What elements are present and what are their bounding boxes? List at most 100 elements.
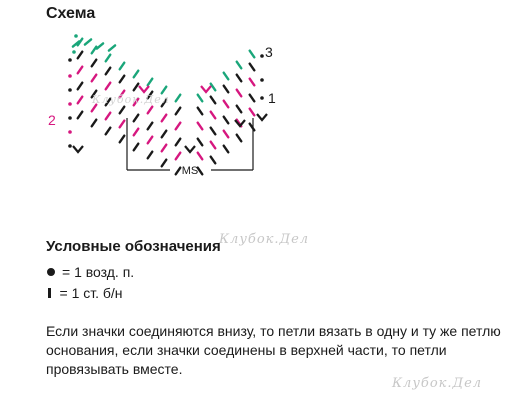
black-stitch: [104, 126, 112, 136]
single-crochet-icon: [48, 288, 51, 298]
chain-mark: [68, 88, 72, 92]
magenta-stitch: [200, 85, 212, 94]
magenta-stitch: [196, 151, 204, 161]
repeat-bracket: [126, 118, 254, 171]
black-stitch: [174, 166, 182, 176]
green-stitch: [95, 42, 105, 50]
legend-title: Условные обозначения: [46, 238, 221, 255]
decrease-mark: [256, 113, 268, 122]
magenta-stitch: [132, 127, 140, 137]
chain-mark: [68, 130, 72, 134]
chain-mark: [72, 50, 76, 54]
black-stitch: [196, 166, 204, 176]
legend-item-single-crochet: = 1 ст. б/н: [46, 285, 123, 301]
magenta-stitch: [235, 88, 243, 98]
magenta-stitch: [138, 85, 150, 94]
green-stitch: [160, 85, 168, 95]
green-stitch: [132, 69, 140, 79]
green-stitch: [83, 38, 93, 46]
green-stitch: [248, 49, 256, 59]
magenta-stitch: [160, 113, 168, 123]
watermark: Клубок.Дел: [92, 93, 170, 106]
magenta-stitch: [174, 151, 182, 161]
magenta-stitch: [132, 97, 140, 107]
row-label-3: 3: [265, 44, 273, 60]
magenta-stitch: [146, 135, 154, 145]
black-stitch: [222, 115, 230, 125]
black-stitch: [118, 74, 126, 84]
black-stitch: [209, 95, 217, 105]
black-stitch: [160, 129, 168, 139]
black-stitch: [160, 98, 168, 108]
black-stitch: [118, 134, 126, 144]
magenta-stitch: [118, 119, 126, 129]
black-stitch: [248, 62, 256, 72]
chain-stitch-icon: [47, 268, 55, 276]
black-stitch: [146, 121, 154, 131]
legend-text: = 1 ст. б/н: [59, 285, 123, 301]
green-stitch: [174, 93, 182, 103]
row-label-1: 1: [268, 90, 276, 106]
black-stitch: [90, 58, 98, 68]
magenta-stitch: [209, 140, 217, 150]
magenta-stitch: [160, 143, 168, 153]
black-stitch: [132, 113, 140, 123]
chain-mark: [68, 102, 72, 106]
magenta-stitch: [222, 129, 230, 139]
decrease-mark: [72, 145, 84, 154]
magenta-stitch: [90, 73, 98, 83]
chain-mark: [74, 34, 78, 38]
chain-mark: [68, 74, 72, 78]
black-stitch: [118, 105, 126, 115]
chain-mark: [68, 144, 72, 148]
legend-item-chain: = 1 возд. п.: [46, 264, 134, 280]
black-stitch: [76, 50, 84, 60]
magenta-stitch: [104, 111, 112, 121]
magenta-stitch: [104, 81, 112, 91]
watermark: Клубок.Дел: [392, 376, 483, 391]
green-stitch: [107, 44, 117, 52]
black-stitch: [209, 126, 217, 136]
black-stitch: [209, 155, 217, 165]
magenta-stitch: [118, 89, 126, 99]
magenta-stitch: [196, 121, 204, 131]
chain-mark: [68, 58, 72, 62]
crochet-chart: MS 3 2 1: [48, 34, 276, 177]
green-stitch: [209, 82, 217, 92]
black-stitch: [146, 150, 154, 160]
black-stitch: [104, 97, 112, 107]
chain-mark: [260, 78, 264, 82]
magenta-stitch: [76, 95, 84, 105]
decrease-mark: [184, 145, 196, 154]
magenta-stitch: [209, 110, 217, 120]
black-stitch: [76, 110, 84, 120]
black-stitch: [235, 73, 243, 83]
green-stitch: [90, 45, 98, 55]
chain-mark: [260, 54, 264, 58]
instruction-note: Если значки соединяются внизу, то петли …: [46, 323, 501, 377]
black-stitch: [196, 106, 204, 116]
magenta-stitch: [248, 107, 256, 117]
black-stitch: [174, 106, 182, 116]
magenta-stitch: [90, 103, 98, 113]
green-stitch: [118, 61, 126, 71]
magenta-stitch: [76, 65, 84, 75]
chain-mark: [68, 116, 72, 120]
green-stitch: [235, 60, 243, 70]
green-stitch: [222, 71, 230, 81]
repeat-label: MS: [182, 165, 199, 177]
green-stitch: [196, 93, 204, 103]
watermark: Клубок.Дел: [219, 232, 310, 247]
legend-text: = 1 возд. п.: [62, 264, 135, 280]
black-stitch: [90, 118, 98, 128]
black-stitch: [132, 142, 140, 152]
scheme-title: Схема: [46, 5, 96, 22]
black-stitch: [132, 82, 140, 92]
decrease-mark: [234, 119, 246, 128]
magenta-stitch: [174, 121, 182, 131]
black-stitch: [248, 122, 256, 132]
black-stitch: [196, 137, 204, 147]
black-stitch: [146, 90, 154, 100]
magenta-stitch: [248, 77, 256, 87]
black-stitch: [174, 137, 182, 147]
